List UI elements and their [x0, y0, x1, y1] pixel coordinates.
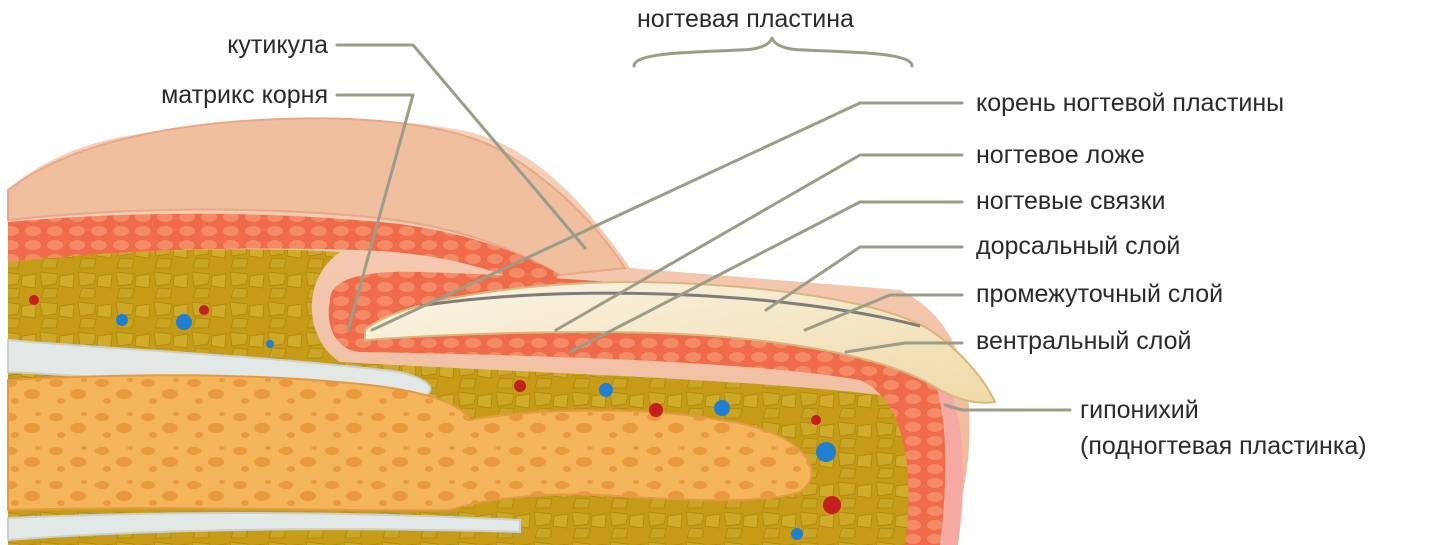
vessel-red — [823, 496, 841, 514]
vessel-red — [29, 295, 39, 305]
vessel-red — [649, 403, 663, 417]
vessel-red — [811, 415, 821, 425]
vessel-blue — [791, 528, 803, 540]
vessel-blue — [714, 400, 730, 416]
label-nail-ligaments: ногтевые связки — [976, 186, 1165, 216]
label-nail-plate: ногтевая пластина — [637, 4, 854, 34]
label-hyponychium-subtitle: (подногтевая пластинка) — [1080, 431, 1367, 461]
vessel-blue — [266, 340, 274, 348]
label-nail-root: корень ногтевой пластины — [976, 88, 1284, 118]
nail-plate-bracket — [634, 38, 912, 66]
vessel-red — [199, 305, 209, 315]
vessel-blue — [176, 314, 192, 330]
label-intermediate-layer: промежуточный слой — [976, 279, 1223, 309]
label-root-matrix: матрикс корня — [80, 80, 328, 110]
vessel-blue — [116, 314, 128, 326]
vessel-blue — [816, 442, 836, 462]
vessel-blue — [599, 383, 613, 397]
label-ventral-layer: вентральный слой — [976, 326, 1192, 356]
label-nail-bed: ногтевое ложе — [976, 140, 1145, 170]
label-dorsal-layer: дорсальный слой — [976, 231, 1180, 261]
label-hyponychium: гипонихий — [1080, 395, 1199, 425]
vessel-red — [514, 380, 526, 392]
label-cuticle: кутикула — [180, 30, 328, 60]
